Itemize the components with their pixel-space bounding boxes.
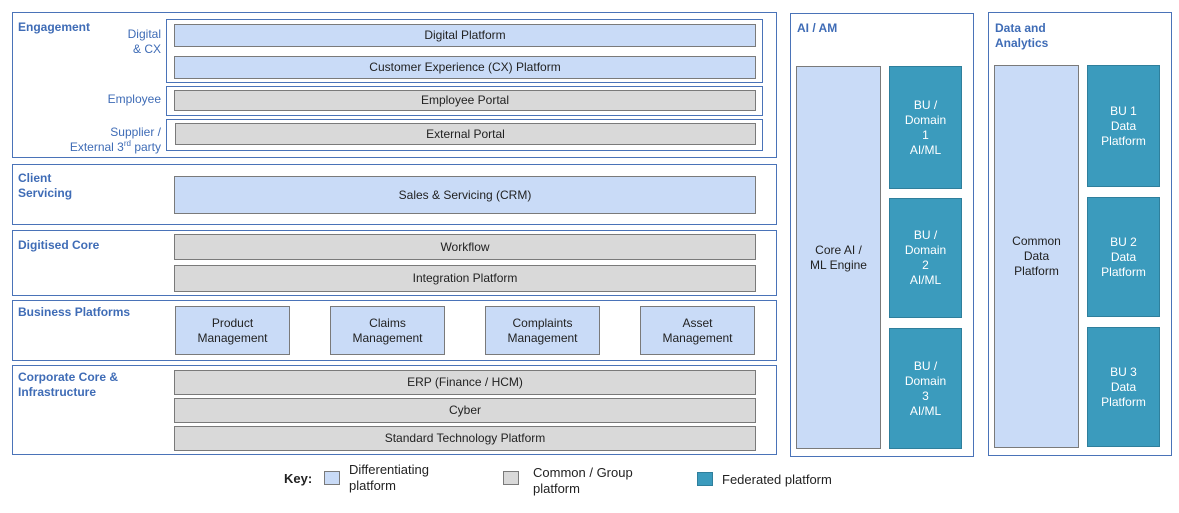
bu-1-data-platform-box: BU 1 Data Platform	[1087, 65, 1160, 187]
client-servicing-title: Client Servicing	[18, 171, 73, 200]
claims-management-box: Claims Management	[330, 306, 445, 355]
workflow-box: Workflow	[174, 234, 756, 260]
external-portal-box: External Portal	[175, 123, 756, 145]
bu-2-data-platform-box: BU 2 Data Platform	[1087, 197, 1160, 317]
complaints-management-box: Complaints Management	[485, 306, 600, 355]
standard-technology-platform-box: Standard Technology Platform	[174, 426, 756, 451]
corporate-core-title: Corporate Core & Infrastructure	[18, 370, 119, 399]
digital-platform-box: Digital Platform	[174, 24, 756, 47]
cyber-box: Cyber	[174, 398, 756, 423]
federated-key-text: Federated platform	[722, 472, 832, 487]
bu-domain-3-ai-ml-box: BU / Domain 3 AI/ML	[889, 328, 962, 449]
erp-box: ERP (Finance / HCM)	[174, 370, 756, 395]
product-management-box: Product Management	[175, 306, 290, 355]
digital-cx-label: Digital & CX	[127, 27, 161, 56]
bu-domain-2-ai-ml-box: BU / Domain 2 AI/ML	[889, 198, 962, 318]
asset-management-box: Asset Management	[640, 306, 755, 355]
crm-box: Sales & Servicing (CRM)	[174, 176, 756, 214]
key-label: Key:	[284, 471, 313, 486]
ai-am-title: AI / AM	[797, 21, 838, 35]
digitised-core-title: Digitised Core	[18, 238, 100, 252]
differentiating-key-text: Differentiating platform	[349, 462, 429, 493]
common-key-text: Common / Group platform	[533, 465, 633, 496]
integration-platform-box: Integration Platform	[174, 265, 756, 292]
employee-portal-box: Employee Portal	[174, 90, 756, 111]
federated-swatch	[697, 472, 713, 486]
cx-platform-box: Customer Experience (CX) Platform	[174, 56, 756, 79]
common-swatch	[503, 471, 519, 485]
core-ai-ml-engine-box: Core AI / ML Engine	[796, 66, 881, 449]
differentiating-swatch	[324, 471, 340, 485]
bu-domain-1-ai-ml-box: BU / Domain 1 AI/ML	[889, 66, 962, 189]
bu-3-data-platform-box: BU 3 Data Platform	[1087, 327, 1160, 447]
supplier-label: Supplier / External 3rd party	[69, 125, 161, 154]
business-platforms-title: Business Platforms	[18, 305, 131, 319]
common-data-platform-box: Common Data Platform	[994, 65, 1079, 448]
data-analytics-title: Data and Analytics	[995, 21, 1049, 50]
engagement-title: Engagement	[18, 20, 91, 34]
employee-label: Employee	[107, 92, 161, 106]
